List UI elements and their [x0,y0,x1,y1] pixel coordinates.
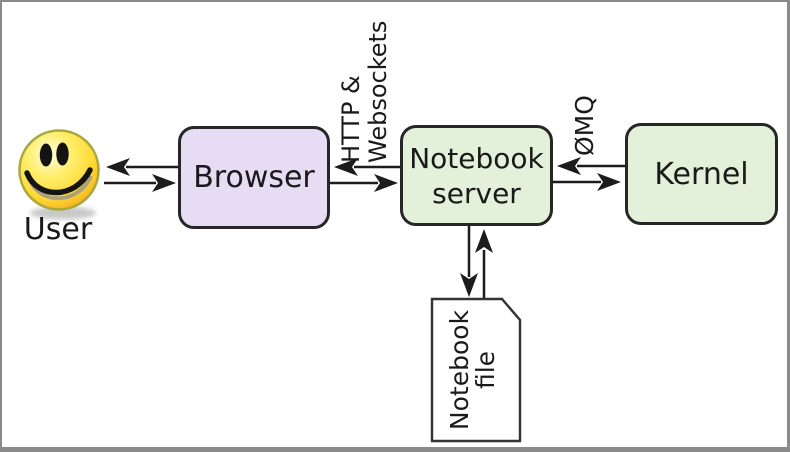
notebook-server-node: Notebook server [400,125,553,226]
right-eye [56,142,69,166]
http-label-line2: Websockets [364,20,392,163]
arrow-browser-to-user [106,158,178,176]
notebook-file-label-line2: file [471,350,500,390]
notebook-file-shape [430,297,522,443]
smile [24,167,93,196]
arrow-browser-to-server [330,174,398,192]
smiley-shadow [30,206,96,220]
arrow-server-to-browser [334,158,400,176]
user-node [16,126,104,222]
http-label-line1: HTTP & [337,75,365,163]
arrow-file-to-server [475,229,493,300]
zeromq-edge-label: ØMQ [570,95,599,156]
left-eye [39,143,53,167]
arrow-server-to-file [460,226,478,297]
browser-node: Browser [178,126,330,229]
notebook-file-label-line1: Notebook [445,309,474,431]
http-websockets-edge-label: HTTP & Websockets [337,13,394,163]
arrow-server-to-kernel [553,173,621,191]
notebook-file-label: Notebook file [445,300,500,440]
arrow-user-to-browser [104,174,176,192]
browser-label: Browser [193,160,315,195]
kernel-node: Kernel [625,123,778,225]
smiley-face-icon [18,129,100,220]
notebook-server-label-line2: server [432,176,521,210]
notebook-server-label-line1: Notebook [409,141,544,175]
kernel-label: Kernel [654,156,749,192]
arrow-kernel-to-server [557,157,625,175]
user-label: User [23,212,93,247]
